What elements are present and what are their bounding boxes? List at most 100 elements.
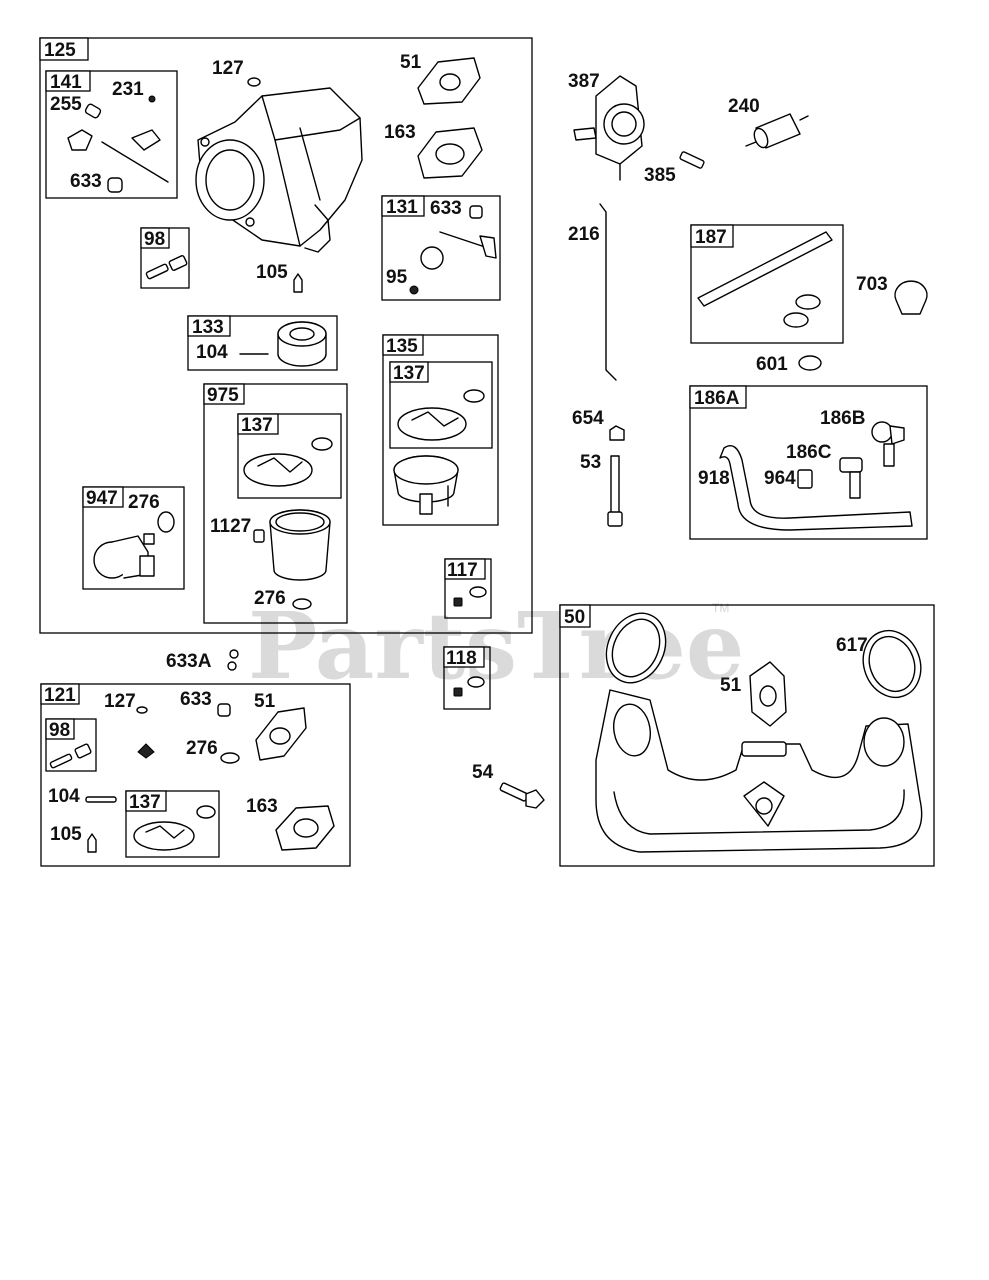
group-131-label[interactable]: 131 — [386, 197, 418, 218]
part-654-label[interactable]: 654 — [572, 408, 604, 429]
part-53-label[interactable]: 53 — [580, 452, 601, 473]
part-617-label[interactable]: 617 — [836, 635, 868, 656]
gasket-617-left[interactable] — [595, 604, 676, 693]
gasket-kit-135[interactable] — [393, 389, 485, 515]
part-105-needle-121[interactable] — [87, 833, 97, 853]
part-163-label[interactable]: 163 — [384, 122, 416, 143]
float-part[interactable] — [239, 321, 327, 367]
part-105-needle[interactable] — [293, 273, 303, 293]
fuel-shutoff-valve-186B[interactable] — [871, 421, 905, 467]
part-633-label-131[interactable]: 633 — [430, 198, 462, 219]
part-387-label[interactable]: 387 — [568, 71, 600, 92]
part-654-nut[interactable] — [609, 425, 625, 441]
float-bowl-part[interactable] — [269, 509, 331, 581]
intake-manifold-part[interactable] — [595, 689, 923, 853]
part-104-label-121[interactable]: 104 — [48, 786, 80, 807]
fuel-hose-918[interactable] — [719, 445, 913, 531]
part-633-bushing-121[interactable] — [217, 703, 231, 717]
part-216-rod[interactable] — [599, 203, 617, 381]
part-276-label-121[interactable]: 276 — [186, 738, 218, 759]
part-186B-label[interactable]: 186B — [820, 408, 865, 429]
part-385-label[interactable]: 385 — [644, 165, 676, 186]
part-633A-washers[interactable] — [227, 649, 239, 671]
group-133-label[interactable]: 133 — [192, 317, 224, 338]
group-125-label[interactable]: 125 — [44, 40, 76, 61]
part-703-clamp[interactable] — [894, 280, 928, 315]
part-163-gasket-121[interactable] — [275, 805, 335, 851]
group-137b-label[interactable]: 137 — [393, 363, 425, 384]
part-216-label[interactable]: 216 — [568, 224, 600, 245]
part-186C-label[interactable]: 186C — [786, 442, 832, 463]
part-104-pin-121[interactable] — [85, 796, 117, 803]
spring-part-121[interactable] — [137, 743, 155, 759]
choke-shaft-part[interactable] — [409, 205, 497, 295]
fuel-pump-part[interactable] — [573, 75, 645, 181]
part-240-label[interactable]: 240 — [728, 96, 760, 117]
part-633-label-141[interactable]: 633 — [70, 171, 102, 192]
part-51-gasket-121[interactable] — [255, 707, 307, 761]
group-98b-label[interactable]: 98 — [49, 720, 70, 741]
part-276-washer[interactable] — [292, 598, 312, 610]
part-127-label-121[interactable]: 127 — [104, 691, 136, 712]
part-918-label[interactable]: 918 — [698, 468, 730, 489]
part-127-oring[interactable] — [247, 77, 261, 87]
fuel-line-187[interactable] — [697, 231, 833, 328]
idle-screw-part[interactable] — [145, 255, 188, 280]
part-51-label-50[interactable]: 51 — [720, 675, 742, 696]
part-54-label[interactable]: 54 — [472, 762, 494, 783]
part-385-screw[interactable] — [679, 151, 705, 169]
part-633A-label[interactable]: 633A — [166, 651, 212, 672]
part-276-label-975[interactable]: 276 — [254, 588, 286, 609]
throttle-shaft-part[interactable] — [67, 95, 169, 193]
group-118-label[interactable]: 118 — [446, 648, 477, 669]
gasket-617-right[interactable] — [854, 622, 930, 705]
part-51-gasket[interactable] — [417, 57, 481, 105]
group-141-label[interactable]: 141 — [50, 72, 82, 93]
idle-screw-part-121[interactable] — [49, 743, 92, 769]
group-975-label[interactable]: 975 — [207, 385, 239, 406]
part-118-screw[interactable] — [453, 676, 485, 697]
group-117-label[interactable]: 117 — [447, 560, 478, 581]
part-95-label[interactable]: 95 — [386, 267, 408, 288]
part-601-clamp[interactable] — [798, 355, 822, 371]
group-50-label[interactable]: 50 — [564, 607, 585, 628]
part-964-insert[interactable] — [797, 469, 813, 489]
part-276-label-947[interactable]: 276 — [128, 492, 160, 513]
group-137a-label[interactable]: 137 — [241, 415, 273, 436]
part-964-label[interactable]: 964 — [764, 468, 796, 489]
part-127-oring-121[interactable] — [136, 706, 148, 714]
gasket-kit-121[interactable] — [133, 805, 216, 851]
group-137c-label[interactable]: 137 — [129, 792, 161, 813]
part-53-stud[interactable] — [607, 455, 623, 527]
part-51-label-121[interactable]: 51 — [254, 691, 276, 712]
group-98-label[interactable]: 98 — [144, 229, 165, 250]
part-255-label[interactable]: 255 — [50, 94, 82, 115]
group-135-label[interactable]: 135 — [386, 336, 418, 357]
part-127-label[interactable]: 127 — [212, 58, 244, 79]
part-117-screw[interactable] — [453, 586, 487, 607]
group-187-label[interactable]: 187 — [695, 227, 727, 248]
part-231-label[interactable]: 231 — [112, 79, 144, 100]
group-947-label[interactable]: 947 — [86, 488, 118, 509]
part-105-label[interactable]: 105 — [256, 262, 288, 283]
carburetor-body[interactable] — [195, 87, 363, 253]
part-54-bolt[interactable] — [499, 782, 545, 809]
part-601-label[interactable]: 601 — [756, 354, 788, 375]
fuel-fitting-186C[interactable] — [839, 457, 863, 499]
fuel-filter-part[interactable] — [745, 113, 809, 150]
part-633-label-121[interactable]: 633 — [180, 689, 212, 710]
part-163-gasket[interactable] — [417, 127, 483, 179]
gasket-kit-975[interactable] — [243, 437, 333, 487]
part-1127-label[interactable]: 1127 — [210, 516, 251, 537]
part-105-label-121[interactable]: 105 — [50, 824, 82, 845]
fuel-solenoid-part[interactable] — [93, 511, 175, 579]
part-163-label-121[interactable]: 163 — [246, 796, 278, 817]
part-51-gasket-50[interactable] — [749, 661, 787, 727]
part-276-washer-121[interactable] — [220, 752, 240, 764]
part-104-label[interactable]: 104 — [196, 342, 228, 363]
part-51-label[interactable]: 51 — [400, 52, 422, 73]
part-1127-screw[interactable] — [253, 529, 265, 543]
part-703-label[interactable]: 703 — [856, 274, 888, 295]
group-186a-label[interactable]: 186A — [694, 388, 740, 409]
group-121-label[interactable]: 121 — [44, 685, 76, 706]
